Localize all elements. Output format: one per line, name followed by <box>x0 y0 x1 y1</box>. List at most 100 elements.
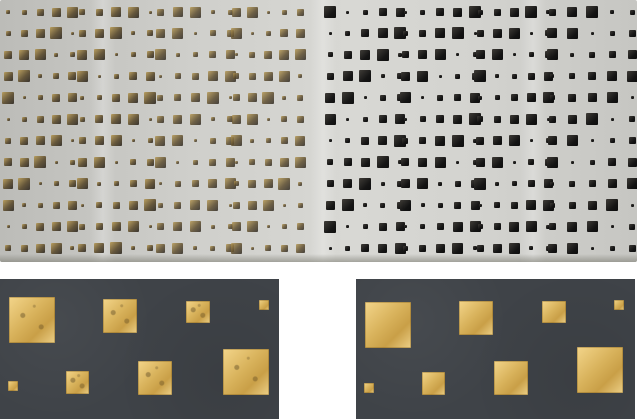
array-pad <box>297 116 304 123</box>
array-pad <box>329 32 332 35</box>
array-pad <box>379 115 387 123</box>
array-pad <box>159 75 162 78</box>
array-pad <box>547 118 550 121</box>
array-pad <box>586 6 598 18</box>
array-pad <box>7 118 10 121</box>
array-pad <box>567 135 578 146</box>
array-pad <box>130 180 137 187</box>
array-pad <box>95 136 104 145</box>
array-pad <box>588 72 596 80</box>
array-pad <box>231 28 242 39</box>
array-pad <box>547 28 557 38</box>
array-pad <box>435 157 446 168</box>
array-pad <box>4 51 12 59</box>
array-pad <box>513 161 516 164</box>
array-pad <box>397 181 403 187</box>
array-pad <box>435 49 446 60</box>
array-pad <box>404 225 407 228</box>
array-pad <box>115 161 118 164</box>
array-pad <box>420 224 425 229</box>
array-pad <box>473 52 478 57</box>
array-pad <box>149 225 152 228</box>
array-pad <box>509 135 520 146</box>
array-pad <box>20 158 29 167</box>
array-pad <box>52 8 61 17</box>
array-pad <box>544 179 553 188</box>
array-pad <box>627 71 637 82</box>
array-pad <box>111 7 121 17</box>
array-pad <box>381 74 385 78</box>
array-pad <box>478 10 483 15</box>
array-pad <box>36 29 45 38</box>
array-pad <box>265 159 272 166</box>
array-pad <box>298 182 302 186</box>
array-pad <box>192 180 199 187</box>
array-pad <box>591 247 594 250</box>
array-pad <box>53 202 60 209</box>
array-pad <box>328 52 333 57</box>
array-pad <box>149 118 152 121</box>
array-pad <box>97 95 102 100</box>
array-pad <box>529 246 533 250</box>
zoom-left <box>0 279 279 419</box>
array-pad <box>494 223 501 230</box>
array-pad <box>378 136 387 145</box>
light-band <box>520 0 546 262</box>
array-pad <box>493 244 502 253</box>
gold-pad <box>577 347 623 393</box>
array-pad <box>37 116 44 123</box>
array-pad <box>550 95 555 100</box>
array-pad <box>68 72 76 80</box>
array-pad <box>527 93 536 102</box>
array-pad <box>173 115 182 124</box>
array-pad <box>35 49 46 60</box>
gold-pad <box>614 300 624 310</box>
array-pad <box>94 49 105 60</box>
array-pad <box>129 72 137 80</box>
array-pad <box>111 135 122 146</box>
array-pad <box>610 31 615 36</box>
array-pad <box>530 139 533 142</box>
array-pad <box>476 50 485 59</box>
array-pad <box>283 204 286 207</box>
array-pad <box>494 116 501 123</box>
array-pad <box>419 30 426 37</box>
array-pad <box>510 8 519 17</box>
array-pad <box>21 30 28 37</box>
array-pad <box>4 158 12 166</box>
array-pad <box>97 182 101 186</box>
array-pad <box>452 243 463 254</box>
gold-pad <box>8 381 18 391</box>
array-pad <box>360 50 370 60</box>
array-pad <box>226 158 235 167</box>
array-pad <box>327 180 334 187</box>
array-pad <box>549 9 556 16</box>
array-pad <box>7 225 10 228</box>
array-pad <box>79 137 86 144</box>
array-pad <box>297 95 303 101</box>
array-pad <box>71 32 74 35</box>
array-pad <box>251 247 254 250</box>
array-pad <box>589 52 595 58</box>
array-pad <box>342 92 354 104</box>
array-pad <box>588 201 597 210</box>
array-pad <box>233 73 239 79</box>
array-pad <box>210 246 215 251</box>
array-pad <box>282 224 287 229</box>
gold-pad <box>422 372 445 395</box>
array-pad <box>455 181 461 187</box>
array-pad <box>544 72 553 81</box>
gold-pad <box>103 299 137 333</box>
array-pad <box>528 180 535 187</box>
array-pad <box>401 179 410 188</box>
array-pad <box>172 28 183 39</box>
light-band <box>90 0 116 262</box>
array-pad <box>324 6 336 18</box>
array-pad <box>250 139 254 143</box>
array-pad <box>420 116 426 122</box>
array-pad <box>71 139 74 142</box>
array-pad <box>129 201 138 210</box>
array-pad <box>400 200 411 211</box>
array-pad <box>18 178 30 190</box>
array-pad <box>571 161 574 164</box>
